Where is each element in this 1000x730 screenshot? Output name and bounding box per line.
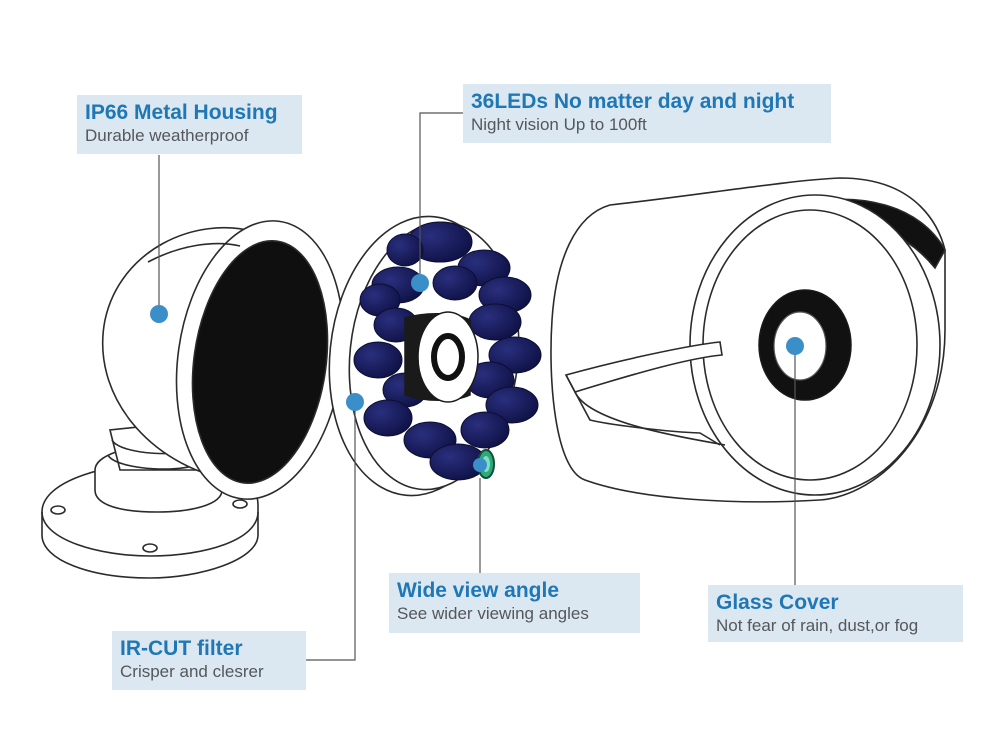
callout-ircut: IR-CUT filter Crisper and clesrer	[112, 631, 306, 690]
callout-housing-title: IP66 Metal Housing	[85, 101, 278, 124]
callout-glass: Glass Cover Not fear of rain, dust,or fo…	[708, 585, 963, 642]
callout-glass-subtitle: Not fear of rain, dust,or fog	[716, 616, 919, 635]
marker-dot-glass	[786, 337, 804, 355]
rear-housing	[101, 220, 345, 500]
marker-dots	[150, 274, 804, 472]
callout-glass-title: Glass Cover	[716, 591, 839, 614]
callout-ircut-title: IR-CUT filter	[120, 637, 243, 660]
leader-ircut	[306, 402, 356, 661]
callout-ircut-subtitle: Crisper and clesrer	[120, 662, 264, 681]
leader-lines	[158, 112, 796, 661]
callout-leds-subtitle: Night vision Up to 100ft	[471, 115, 647, 134]
marker-dot-ircut	[346, 393, 364, 411]
callout-wide: Wide view angle See wider viewing angles	[389, 573, 640, 633]
callout-leds: 36LEDs No matter day and night Night vis…	[463, 84, 831, 143]
marker-dot-leds	[411, 274, 429, 292]
marker-dot-housing	[150, 305, 168, 323]
marker-dot-wide	[473, 458, 487, 472]
callout-wide-subtitle: See wider viewing angles	[397, 604, 589, 623]
callout-leds-title: 36LEDs No matter day and night	[471, 90, 795, 113]
front-housing	[550, 177, 946, 503]
callout-wide-title: Wide view angle	[397, 579, 560, 602]
glass-cover	[758, 289, 852, 401]
center-lens-module	[404, 311, 479, 403]
callout-housing-subtitle: Durable weatherproof	[85, 126, 249, 145]
callout-housing: IP66 Metal Housing Durable weatherproof	[77, 95, 302, 154]
leader-leds	[419, 112, 463, 283]
